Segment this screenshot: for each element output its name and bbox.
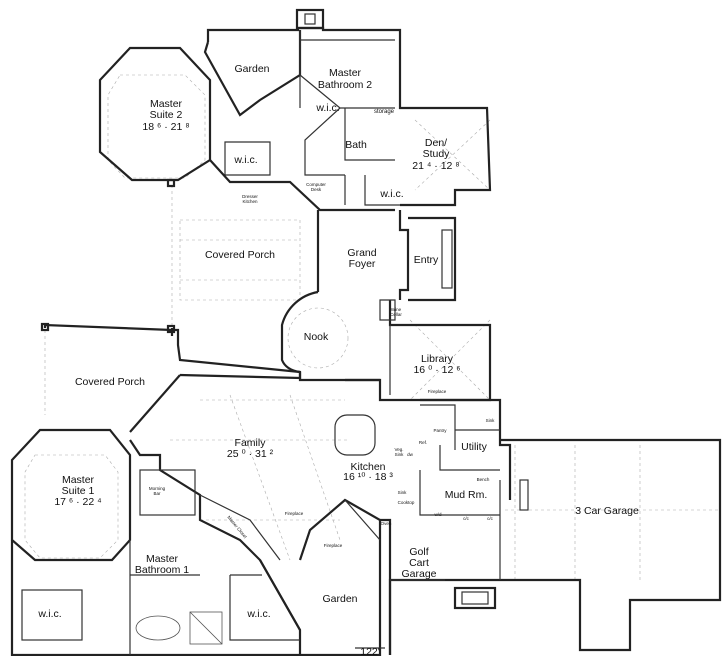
covered-porch-top-label: Covered Porch	[205, 249, 275, 261]
wine-cellar-label-2: Cellar	[390, 312, 402, 317]
covered-porch-left-label: Covered Porch	[75, 376, 145, 388]
family-label: Family	[235, 437, 267, 449]
grand-foyer-label-2: Foyer	[349, 258, 376, 270]
bath-label: Bath	[345, 139, 367, 151]
wic-1-label: w.i.c.	[315, 102, 339, 114]
morning-bar-label-2: Bar	[153, 491, 161, 496]
library-label: Library	[421, 353, 454, 365]
washer-dryer-label: w/d	[434, 512, 442, 517]
family-dimension: 25 ⁰ · 31 ²	[227, 448, 274, 460]
family-fireplace-label: Fireplace	[285, 511, 304, 516]
golf-cart-label-3: Garage	[401, 568, 436, 580]
garden-bottom-label: Garden	[322, 593, 357, 605]
kitchen-sink-label: Sink	[398, 490, 408, 495]
garden-fireplace-label: Fireplace	[324, 543, 343, 548]
wic-2-label: w.i.c.	[233, 154, 257, 166]
room-labels: Garden Master Bathroom 2 Master Suite 2 …	[37, 63, 639, 656]
cc-1-label: c/c	[463, 516, 470, 521]
master-bathroom-2-label-2: Bathroom 2	[318, 79, 372, 91]
bench-label: Bench	[477, 477, 490, 482]
kitchen-dimension: 16 ¹⁰ · 18 ³	[343, 471, 393, 483]
library-fireplace-label: Fireplace	[428, 389, 447, 394]
storage-label: storage	[374, 109, 395, 115]
wine-cellar-label-1: Wine	[391, 307, 402, 312]
wic-4-label: w.i.c.	[37, 608, 61, 620]
kitchen-label: Kitchen	[350, 461, 385, 473]
wic-3-label: w.i.c.	[379, 188, 403, 200]
three-car-garage-label: 3 Car Garage	[575, 505, 639, 517]
pantry-label: Pantry	[433, 428, 447, 433]
master-suite-1-label-1: Master	[62, 474, 95, 486]
golf-cart-label-1: Golf	[409, 546, 428, 558]
cooktop-label: Cooktop	[398, 500, 415, 505]
oven-label: Oven	[381, 521, 392, 526]
veg-sink-label-2: Sink	[395, 452, 405, 457]
master-closet-label: Master Closet	[226, 515, 248, 540]
garden-top-label: Garden	[234, 63, 269, 75]
veg-sink-label-1: Veg.	[394, 447, 403, 452]
utility-label: Utility	[461, 441, 487, 453]
master-bathroom-2-label-1: Master	[329, 67, 362, 79]
morning-bar-label-1: Morning	[149, 486, 166, 491]
computer-desk-label-2: Desk	[311, 187, 322, 192]
master-suite-2-dimension: 18 ⁶ · 21 ⁸	[142, 121, 189, 133]
walls	[10, 8, 722, 656]
dishwasher-label: dw	[407, 452, 414, 457]
ceiling-lines	[24, 74, 720, 580]
master-suite-1-label-2: Suite 1	[62, 485, 95, 497]
master-suite-1-dimension: 17 ⁶ · 22 ⁴	[54, 496, 101, 508]
den-label-1: Den/	[425, 137, 447, 149]
overall-dimension-label: 122'	[360, 646, 380, 656]
entry-label: Entry	[414, 254, 439, 266]
master-bathroom-1-label-2: Bathroom 1	[135, 564, 189, 576]
dresser-label-1: Dresser	[242, 194, 258, 199]
den-dimension: 21 ⁴ · 12 ⁸	[412, 160, 459, 172]
utility-sink-label: Sink	[486, 418, 496, 423]
wic-5-label: w.i.c.	[246, 608, 270, 620]
den-label-2: Study	[423, 148, 451, 160]
cc-2-label: c/c	[487, 516, 494, 521]
master-bathroom-1-label-1: Master	[146, 553, 179, 565]
dresser-label-2: Kitchen	[242, 199, 258, 204]
master-suite-2-label-1: Master	[150, 98, 183, 110]
refrigerator-label: Ref.	[419, 440, 427, 445]
grand-foyer-label-1: Grand	[347, 247, 376, 259]
nook-label: Nook	[304, 331, 329, 343]
mud-room-label: Mud Rm.	[445, 489, 488, 501]
computer-desk-label-1: Computer	[306, 182, 326, 187]
library-dimension: 16 ⁰ · 12 ⁶	[413, 364, 460, 376]
master-suite-2-label-2: Suite 2	[150, 109, 183, 121]
golf-cart-label-2: Cart	[409, 557, 429, 569]
